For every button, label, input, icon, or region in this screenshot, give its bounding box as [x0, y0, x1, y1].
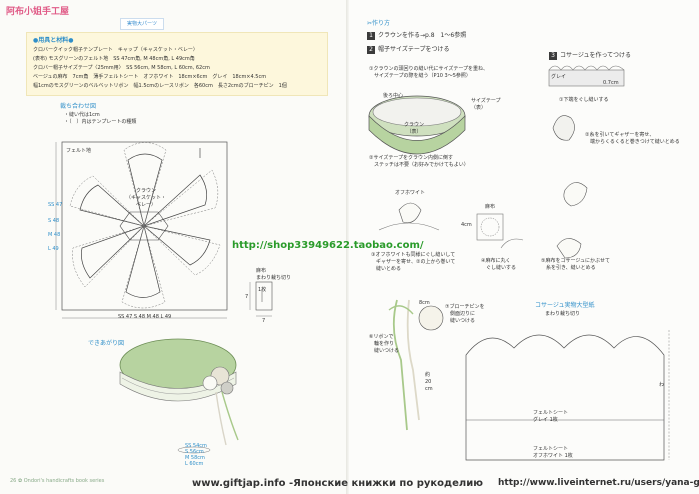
cut-layout-title: 裁ち合わせ図: [60, 103, 97, 110]
pattern-cut: まわり裁ち切り: [545, 311, 581, 317]
fold-mark: わ: [659, 382, 665, 388]
cutting-diagram: [55, 141, 273, 319]
pattern-title: コサージュ実物大型紙: [535, 302, 595, 309]
side-size-l: L 49: [48, 246, 59, 252]
finished-size-m: M 58cm: [185, 455, 205, 461]
felt-white-label: フェルトシート オフホワイト 1枚: [533, 446, 573, 459]
note-3-7: ⑦ブローチピンを 側面辺りに 縫いつける: [445, 304, 485, 324]
linen-side: 7: [245, 294, 249, 300]
sizetape-diagram: [368, 65, 670, 461]
grey-measure: 0.7cm: [603, 80, 619, 86]
note-2-1: ①クラウンの頭回りの縫い代にサイズテープを重ね、 サイズテープの際を縫う（P10…: [369, 66, 489, 79]
offwhite-label: オフホワイト: [395, 190, 426, 196]
grey-label: グレイ: [551, 74, 567, 80]
bottom-sizes: SS 47 S 48 M 48 L 49: [118, 314, 172, 320]
crown-label: クラウン （キャスケット・ ベレー）: [126, 188, 167, 208]
linen-label: 麻布 まわり裁ち切り: [256, 268, 292, 281]
materials-line-4: ベージュの麻布 7cm角 薄手フェルトシート オフホワイト 18cm×6cm グ…: [33, 74, 267, 80]
materials-line-1: クロバークイック帽子テンプレート キャップ（キャスケット・ベレー）: [33, 47, 198, 53]
brooch-8cm: 8cm: [419, 300, 430, 306]
side-size-m: M 48: [48, 232, 61, 238]
left-page: 阿布小姐手工屋 実物大パーツ ●用具と材料● クロバークイック帽子テンプレート …: [0, 0, 349, 494]
note-3-4: ④麻布に丸く ぐし縫いする: [481, 258, 517, 271]
side-size-ss: SS 47: [48, 202, 63, 208]
finished-size-ss: SS 54cm: [185, 443, 207, 449]
materials-line-3: クロバー帽子サイズテープ〈25mm用〉 SS 56cm, M 58cm, L 6…: [33, 65, 210, 71]
note-3-2: ②糸を引いてギャザーを寄せ、 端からくるくると巻きつけて縫いとめる: [585, 132, 680, 145]
linen-inner: 1枚: [258, 287, 267, 293]
watermark-url[interactable]: http://shop33949622.taobao.com/: [232, 240, 424, 251]
cut-note-2: ・（ ）内はテンプレートの種類: [64, 119, 137, 125]
howto-title: ✂作り方: [367, 20, 391, 27]
finished-hat: [119, 338, 239, 454]
cut-note-1: ・縫い代は1cm: [64, 112, 100, 118]
linen-4cm: 4cm: [461, 222, 472, 228]
left-footer: 26 ✿ Ondori's handicrafts book series: [10, 478, 105, 484]
felt-grey-label: フェルトシート グレイ 1枚: [533, 410, 569, 423]
finished-size-l: L 60cm: [185, 461, 204, 467]
materials-line-5: 幅1cmのモスグリーンのベルベットリボン 幅1.5cmのレースリボン 各60cm…: [33, 83, 287, 89]
label-back-center: 後ろ中心: [383, 93, 404, 99]
finished-title: できあがり図: [88, 340, 125, 347]
label-crown: クラウン （表）: [404, 122, 425, 135]
ribbon-length: 約 20 cm: [425, 372, 433, 392]
note-2-2: ②サイズテープをクラウン内側に倒す ステッチは不要（お好みでかけてもよい）: [369, 155, 469, 168]
materials-title: ●用具と材料●: [33, 37, 74, 44]
linen-bottom: 7: [262, 318, 266, 324]
shop-logo: 阿布小姐手工屋: [6, 7, 70, 17]
note-3-5: ⑤麻布をコサージュにかぶせて 糸を引き、縫いとめる: [541, 258, 611, 271]
note-3-6: ⑥リボンで 輪を作り 縫いつける: [369, 334, 400, 354]
felt-label: フェルト地: [66, 148, 92, 154]
legend-box: 実物大パーツ: [120, 18, 164, 30]
side-size-s: S 48: [48, 218, 60, 224]
label-sizetape: サイズテープ （表）: [471, 98, 501, 111]
note-3-3: ③オフホワイトも同様にぐし縫いして ギャザーを寄せ、②の上から巻いて 縫いとめる: [371, 252, 456, 272]
footer-liveinternet[interactable]: http://www.liveinternet.ru/users/yana-gu…: [498, 478, 699, 488]
materials-box: ●用具と材料● クロバークイック帽子テンプレート キャップ（キャスケット・ベレー…: [26, 32, 328, 96]
note-3-1: ①下端をぐし縫いする: [559, 97, 609, 103]
materials-line-2: (表布) モスグリーンのフェルト地 SS 47cm角, M 48cm角, L 4…: [33, 56, 195, 62]
linen-rolled-label: 麻布: [485, 204, 496, 210]
finished-size-s: S 56cm: [185, 449, 204, 455]
footer-site[interactable]: www.giftjap.info -Японские книжки по рук…: [192, 478, 483, 489]
